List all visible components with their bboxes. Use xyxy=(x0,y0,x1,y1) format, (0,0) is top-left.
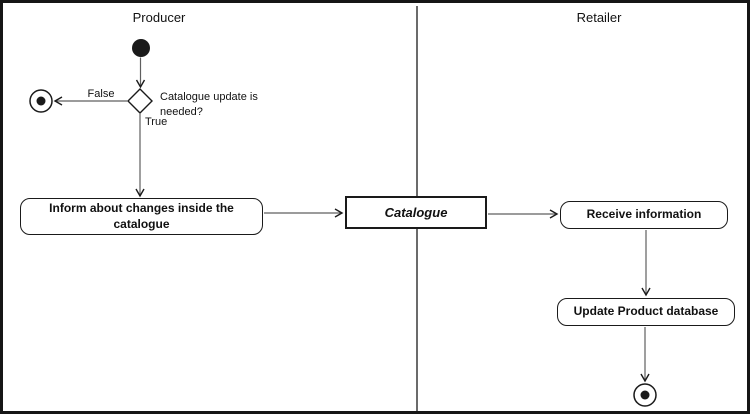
lane-title-retailer: Retailer xyxy=(576,10,622,25)
final-node-left-dot-icon xyxy=(36,96,46,106)
object-node-catalogue: Catalogue xyxy=(345,196,487,229)
action-node-receive: Receive information xyxy=(560,201,728,229)
final-node-bottom-dot-icon xyxy=(640,390,650,400)
false-branch-label: False xyxy=(87,88,115,100)
initial-node-icon xyxy=(132,39,150,57)
decision-question-label: Catalogue update is needed? xyxy=(160,91,258,119)
action-node-update: Update Product database xyxy=(557,298,735,326)
decision-diamond xyxy=(127,88,153,114)
lane-title-producer: Producer xyxy=(132,10,186,25)
true-branch-label: True xyxy=(145,116,168,128)
diagram-flow-layer xyxy=(29,6,657,411)
action-node-inform: Inform about changes inside the catalogu… xyxy=(20,198,263,235)
